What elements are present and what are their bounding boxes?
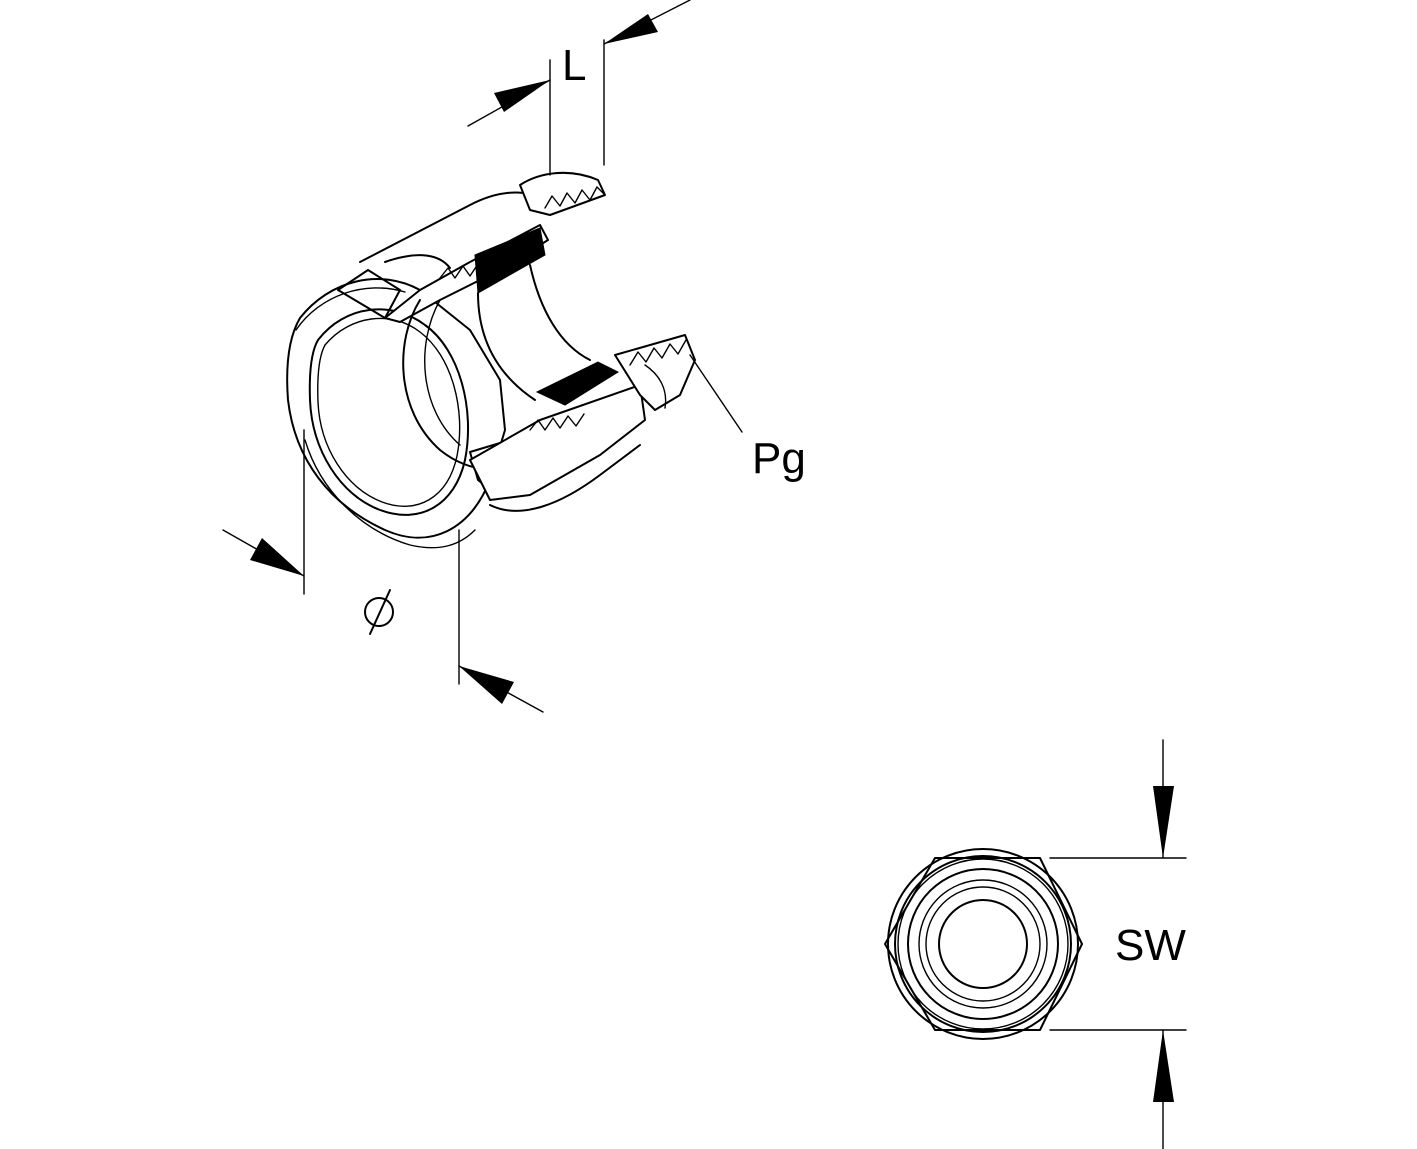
diameter-arrow-right	[459, 666, 514, 704]
bottom-thread-teeth	[629, 339, 687, 366]
front-ring-1	[887, 848, 1079, 1040]
dimension-SW: SW	[1049, 739, 1187, 1149]
bottom-thread-curve	[644, 364, 667, 409]
SW-arrow-top	[1153, 786, 1174, 858]
front-ring-4	[907, 868, 1059, 1020]
dimension-diameter: ∅	[0, 0, 544, 713]
thread-callout: Pg	[689, 354, 806, 483]
SW-arrow-bottom	[1153, 1030, 1174, 1102]
bottom-seal-insert	[535, 361, 620, 406]
front-ring-2	[894, 855, 1072, 1033]
top-thread-stub	[519, 171, 606, 216]
inner-bore-arc	[477, 292, 536, 401]
front-ring-6	[925, 886, 1041, 1002]
body-lower-wall	[469, 384, 646, 501]
front-ring-3	[897, 858, 1069, 1030]
hex-facet-top	[337, 269, 401, 319]
diameter-label: ∅	[0, 0, 1, 1]
top-seal-insert	[474, 227, 546, 294]
L-arrow-right	[604, 14, 658, 44]
cutaway-view	[286, 171, 696, 549]
L-arrow-left	[494, 80, 550, 112]
L-label: L	[562, 41, 586, 90]
dimension-L: L	[467, 0, 691, 176]
diameter-symbol-slash	[369, 589, 391, 635]
inner-bore-arc-2	[529, 264, 591, 361]
bottom-seal-teeth	[529, 413, 585, 431]
nut-rim-line-2	[304, 439, 476, 549]
SW-label: SW	[1115, 921, 1186, 970]
Pg-leader-line	[689, 354, 743, 433]
front-ring-5	[918, 879, 1048, 1009]
inner-sleeve-left	[402, 299, 491, 471]
front-view	[884, 848, 1083, 1040]
diameter-symbol-circle	[364, 597, 394, 627]
front-bore	[938, 899, 1028, 989]
hex-nut-outline	[884, 857, 1083, 1031]
body-upper-edge	[384, 254, 451, 269]
diameter-arrow-left	[250, 538, 304, 576]
top-thread-teeth	[544, 186, 606, 209]
Pg-label: Pg	[752, 434, 806, 483]
inner-sleeve-mid	[424, 299, 461, 446]
top-seal-teeth	[439, 263, 479, 279]
body-lower-outer	[489, 444, 641, 512]
